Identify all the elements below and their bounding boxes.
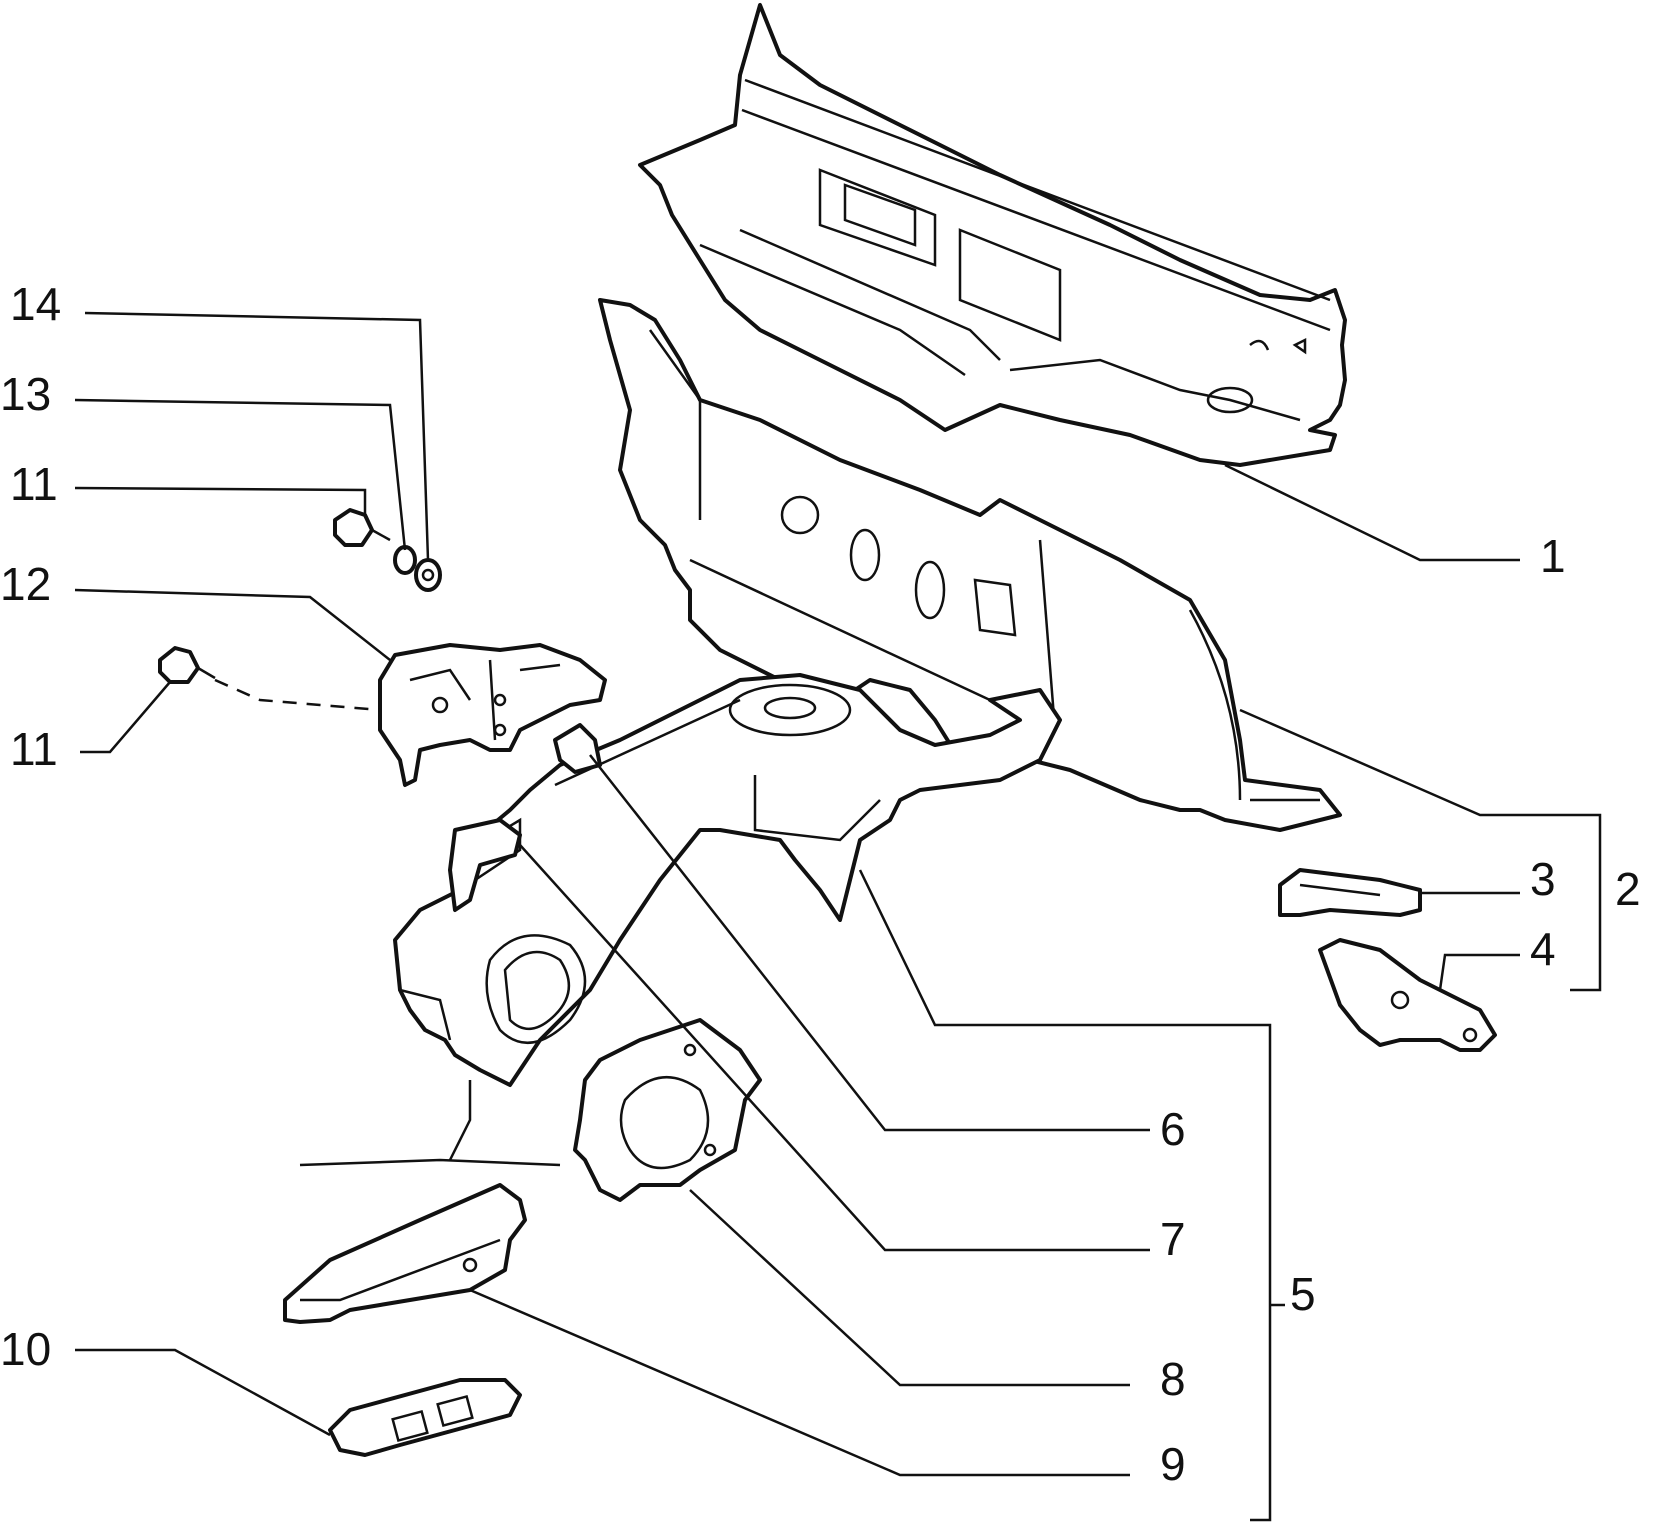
part-5-lower-frame: [393, 673, 1062, 1161]
label-11-lower: 11: [10, 723, 58, 775]
fastener-bolt-11-upper: [333, 508, 391, 547]
label-2: 2: [1615, 863, 1641, 915]
label-3: 3: [1530, 853, 1556, 905]
fastener-bolt-11-lower: [158, 646, 216, 684]
callout-labels: 1 2 3 4 5 6 7 8 9 10 11 11 12 13 14: [0, 278, 1641, 1490]
label-5: 5: [1290, 1268, 1316, 1320]
label-10: 10: [0, 1323, 51, 1375]
label-7: 7: [1160, 1213, 1186, 1265]
fastener-washer-13: [393, 545, 417, 575]
fastener-nut-14: [414, 558, 442, 592]
part-3-small-bracket: [1278, 868, 1422, 917]
label-4: 4: [1530, 923, 1556, 975]
label-12: 12: [0, 558, 51, 610]
part-10-mounting-bracket: [328, 1378, 522, 1457]
label-8: 8: [1160, 1353, 1186, 1405]
label-6: 6: [1160, 1103, 1186, 1155]
label-14: 14: [10, 278, 61, 330]
label-11-upper: 11: [10, 458, 58, 510]
leader-lines: [74, 311, 1602, 1522]
label-13: 13: [0, 368, 51, 420]
part-12-hinge-assembly: [378, 643, 607, 787]
part-8-reinforcement-plate: [573, 1018, 762, 1202]
label-9: 9: [1160, 1438, 1186, 1490]
part-9-member-end: [283, 1183, 527, 1324]
assembly-dashed-line: [214, 678, 381, 712]
part-6-gusset: [553, 723, 602, 774]
part-7-bracket: [448, 818, 522, 912]
part-3-inner-structure: [598, 298, 1342, 832]
part-1-cowl-panel: [638, 3, 1347, 467]
part-4-bracket: [1318, 938, 1497, 1052]
label-1: 1: [1540, 530, 1566, 582]
